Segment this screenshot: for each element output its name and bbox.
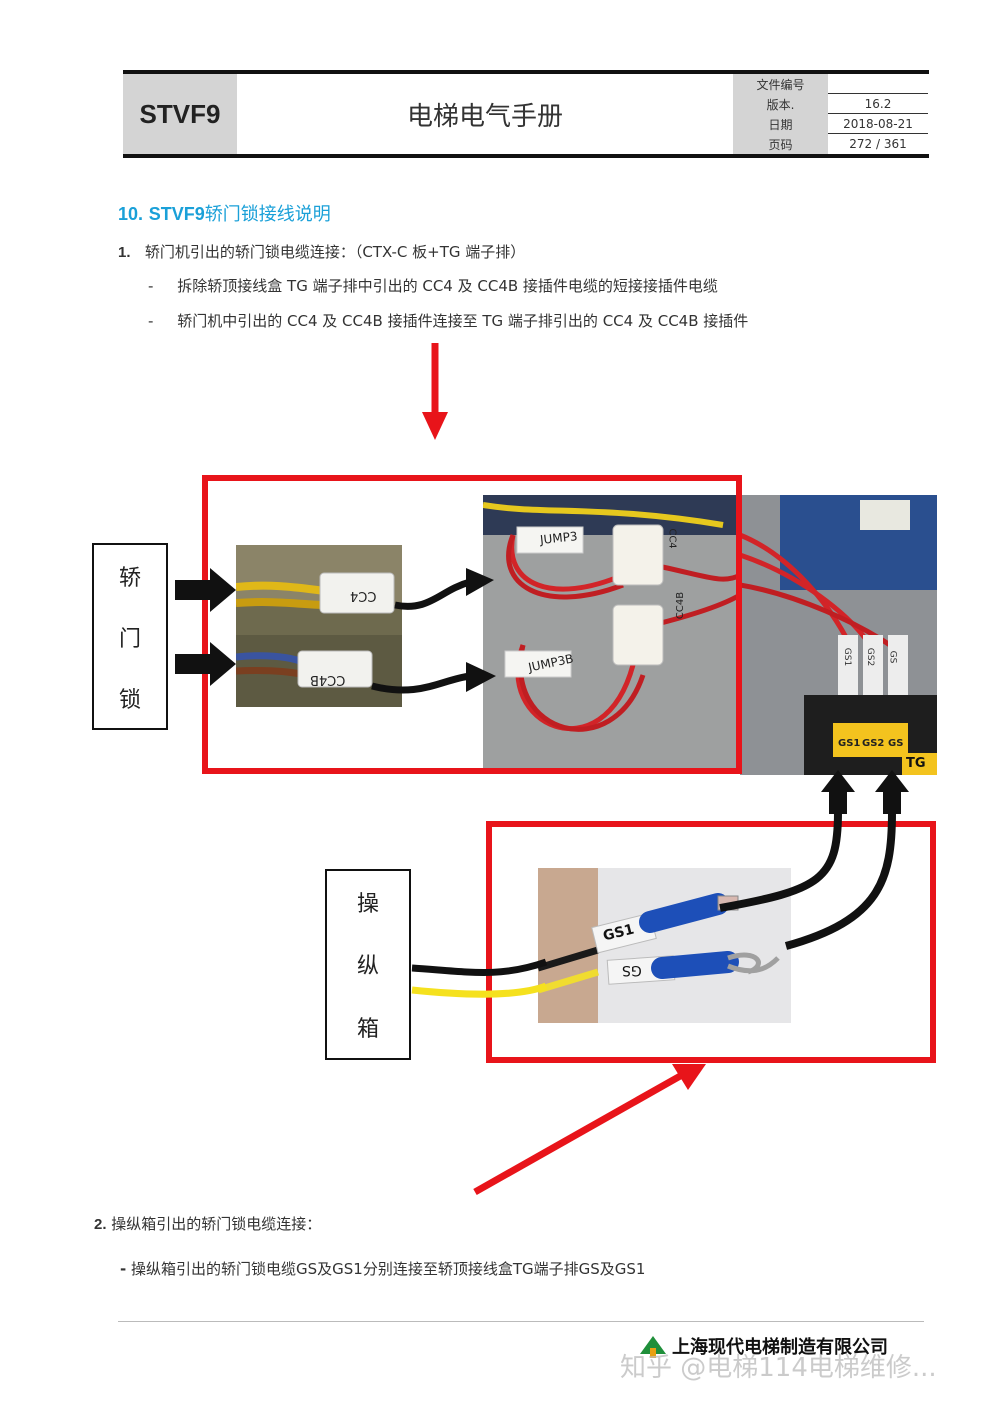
header-value-version: 16.2	[864, 97, 892, 111]
terminal-label-gs: GS	[888, 738, 904, 749]
car-door-lock-char: 轿	[118, 565, 141, 591]
car-door-lock-box: 轿 门 锁	[92, 543, 168, 730]
cop-box: 操 纵 箱	[325, 869, 411, 1060]
header-top-rule	[123, 70, 929, 74]
header-divider	[828, 93, 928, 94]
header-bottom-rule	[123, 154, 929, 158]
section-number: 10.	[118, 204, 144, 224]
terminal-label-gs1: GS1	[838, 738, 861, 749]
header-label-doc-no: 文件编号	[733, 74, 828, 94]
header-label-date: 日期	[733, 114, 828, 134]
step2-bullet: - 操纵箱引出的轿门锁电缆GS及GS1分别连接至轿顶接线盒TG端子排GS及GS1	[120, 1260, 646, 1278]
black-arrow-upper	[175, 568, 236, 612]
company-logo-icon	[640, 1336, 666, 1362]
highlight-box-cop	[486, 821, 936, 1063]
car-door-lock-char: 门	[118, 626, 141, 652]
wire-gs-to-tg	[784, 811, 896, 950]
red-arrow-diagonal	[473, 1064, 706, 1196]
jumper-photo	[483, 495, 740, 771]
header-value-date: 2018-08-21	[843, 117, 913, 131]
wire-cc4	[394, 578, 472, 610]
terminal-block-photo	[740, 495, 937, 775]
header-divider	[828, 133, 928, 134]
header-value-page: 272 / 361	[849, 137, 907, 151]
step2-text: 操纵箱引出的轿门锁电缆连接：	[111, 1215, 322, 1233]
step1-heading: 1. 轿门机引出的轿门锁电缆连接：（CTX-C 板+TG 端子排）	[118, 241, 525, 262]
section-title-text: 轿门锁接线说明	[204, 204, 331, 225]
step1-text: 轿门机引出的轿门锁电缆连接：（CTX-C 板+TG 端子排）	[144, 243, 526, 261]
step1-bullet-1: - 拆除轿顶接线盒 TG 端子排中引出的 CC4 及 CC4B 接插件电缆的短接…	[148, 277, 718, 295]
wire-cc4b	[371, 672, 471, 694]
highlight-box-door-operator	[202, 475, 742, 774]
step1-number: 1.	[118, 244, 131, 261]
black-arrow-lower	[175, 642, 236, 686]
wire-cop-black	[411, 958, 548, 976]
header-divider	[828, 113, 928, 114]
header-label-page: 页码	[733, 134, 828, 154]
wire-cop-yellow	[411, 982, 548, 998]
cop-char: 操	[356, 892, 379, 918]
footer-rule	[118, 1321, 924, 1322]
step1-bullet-text: 拆除轿顶接线盒 TG 端子排中引出的 CC4 及 CC4B 接插件电缆的短接接插…	[177, 277, 718, 295]
step2-bullet-text: 操纵箱引出的轿门锁电缆GS及GS1分别连接至轿顶接线盒TG端子排GS及GS1	[131, 1260, 646, 1278]
cop-char: 纵	[356, 954, 379, 980]
terminal-label-gs2: GS2	[862, 738, 885, 749]
terminal-label-tg: TG	[906, 756, 926, 771]
step1-bullet-text: 轿门机中引出的 CC4 及 CC4B 接插件连接至 TG 端子排引出的 CC4 …	[177, 312, 749, 330]
black-arrow-up-gs	[875, 770, 909, 814]
document-code: STVF9	[123, 74, 237, 154]
watermark: 知乎 @电梯114电梯维修...	[620, 1353, 937, 1383]
cop-char: 箱	[356, 1016, 379, 1042]
connector-photo	[236, 545, 402, 707]
car-door-lock-char: 锁	[118, 687, 141, 713]
step2-heading: 2. 操纵箱引出的轿门锁电缆连接：	[94, 1213, 321, 1234]
step1-bullet-2: - 轿门机中引出的 CC4 及 CC4B 接插件连接至 TG 端子排引出的 CC…	[148, 312, 749, 330]
section-title: 10. STVF9轿门锁接线说明	[118, 200, 331, 226]
red-arrow-down	[422, 343, 448, 440]
company-name: 上海现代电梯制造有限公司	[672, 1337, 888, 1358]
step2-number: 2.	[94, 1216, 107, 1233]
wire-gs1-to-tg	[719, 811, 842, 912]
black-arrow-up-gs1	[821, 770, 855, 814]
section-code: STVF9	[148, 204, 205, 224]
document-title: 电梯电气手册	[406, 101, 563, 132]
header-label-version: 版本.	[733, 94, 828, 114]
